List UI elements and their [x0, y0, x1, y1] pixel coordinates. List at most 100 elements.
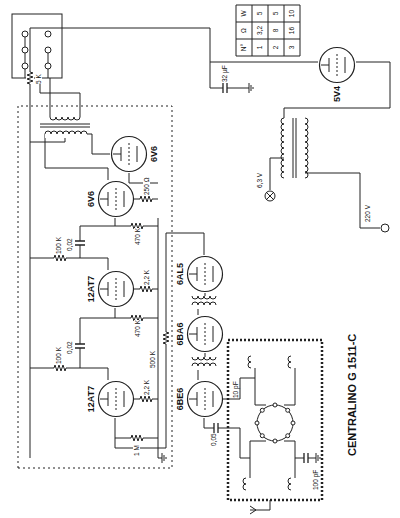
- table-rule: [284, 5, 285, 56]
- capacitor-symbol: [75, 241, 85, 245]
- tube-electrodes: [189, 391, 213, 407]
- schematic-stroke: [214, 423, 218, 433]
- schematic-stroke: [242, 478, 250, 490]
- coil-symbol: [50, 117, 80, 120]
- tuner-enclosure: [228, 340, 322, 500]
- table-cell: 8: [272, 22, 279, 39]
- schematic-stroke: [138, 395, 154, 403]
- terminal: [45, 31, 51, 37]
- schematic-stroke: [129, 434, 145, 442]
- vacuum-tube: 5V4: [318, 46, 356, 103]
- table-cell: Ω: [240, 22, 247, 39]
- tube-envelope: [99, 272, 134, 307]
- tube-envelope: [188, 257, 223, 292]
- table-cell: 16: [288, 22, 295, 39]
- component-value: 470 K: [134, 228, 141, 245]
- wire: [250, 441, 266, 478]
- table-rule: [268, 5, 269, 56]
- table-rule: [252, 5, 253, 56]
- schematic-stroke: [75, 241, 85, 245]
- component-value: 6,3 V: [256, 173, 263, 188]
- tube-type: 5V4: [332, 85, 342, 103]
- tube-grid: [337, 54, 338, 76]
- component-value: 220 V: [364, 205, 371, 222]
- schematic-stroke: [50, 113, 80, 121]
- vacuum-tube: 6V6: [110, 135, 159, 173]
- resistor-symbol: [52, 364, 68, 372]
- component-value: 100 K: [55, 237, 62, 254]
- schematic-stroke: [52, 364, 68, 372]
- tube-grid: [205, 323, 206, 345]
- schematic-stroke: [45, 130, 87, 138]
- tube-type: 12AT7: [86, 275, 96, 303]
- wire: [45, 134, 108, 180]
- schematic-stroke: [192, 353, 216, 361]
- schematic-stroke: [304, 453, 308, 463]
- tube-type: 6BA6: [175, 322, 185, 347]
- tube-envelope: [320, 47, 355, 82]
- schematic-stroke: [75, 344, 85, 348]
- switch-contact: [255, 421, 259, 425]
- chassis-dotted-line: [18, 106, 172, 468]
- table-rule: [236, 5, 300, 6]
- switch-contact: [260, 408, 264, 412]
- vacuum-tube: 12AT7: [86, 380, 135, 418]
- table-rule: [236, 22, 300, 23]
- resistor-symbol: [138, 285, 154, 293]
- component-value: 250 Ω: [143, 177, 150, 195]
- component-value: 2,2 K: [143, 380, 150, 395]
- component-value: 0,02: [66, 238, 73, 251]
- schematic-stroke: [26, 70, 34, 86]
- schematic-stroke: [192, 292, 216, 300]
- resistor-symbol: [129, 434, 145, 442]
- tube-electrodes: [189, 326, 213, 342]
- table-cell: W: [240, 5, 247, 22]
- schematic-stroke: [75, 344, 85, 348]
- table-rule: [236, 56, 300, 57]
- tube-envelope: [318, 46, 356, 84]
- tube-envelope: [97, 380, 135, 418]
- schematic-stroke: [163, 330, 169, 346]
- wire: [85, 134, 110, 154]
- wire: [30, 28, 318, 62]
- wire: [80, 218, 115, 258]
- coil-symbol: [288, 356, 291, 368]
- table-cell: N°: [240, 39, 247, 56]
- wire: [228, 428, 250, 458]
- tube-electrodes: [189, 266, 213, 282]
- terminal: [45, 63, 51, 69]
- component-value: 2,2 K: [143, 270, 150, 285]
- schematic-stroke: [138, 196, 154, 202]
- tube-grid: [116, 388, 117, 410]
- component-value: 5 K: [35, 74, 42, 84]
- schematic-stroke: [247, 356, 255, 368]
- table-rule: [236, 39, 300, 40]
- coil-symbol: [243, 478, 246, 490]
- capacitor-symbol: [214, 423, 218, 433]
- switch-contact: [286, 408, 290, 412]
- tube-electrodes: [113, 146, 137, 162]
- schematic-stroke: [223, 83, 227, 93]
- component-value: 10 pF: [232, 381, 239, 398]
- tube-grid: [129, 143, 130, 165]
- b-plus-rail: [30, 28, 31, 458]
- coil-symbol: [192, 296, 216, 299]
- resistor-symbol: [26, 70, 34, 86]
- diagram-title: CENTRALINO G 1511-C: [346, 332, 358, 458]
- tube-type: 6AL5: [175, 262, 185, 286]
- terminal: [22, 47, 28, 53]
- tube-electrodes: [321, 57, 345, 73]
- schematic-stroke: [138, 195, 154, 203]
- schematic-stroke: [287, 356, 295, 368]
- ground-symbol: [158, 453, 166, 463]
- schematic-stroke: [138, 285, 154, 293]
- wire: [284, 441, 295, 478]
- tube-type: 6V6: [149, 145, 159, 163]
- speaker-terminal-block: [12, 14, 62, 78]
- schematic-stroke: [52, 365, 68, 371]
- tube-envelope: [188, 382, 223, 417]
- transformer-core: [293, 118, 296, 178]
- coil-symbol: [248, 356, 251, 368]
